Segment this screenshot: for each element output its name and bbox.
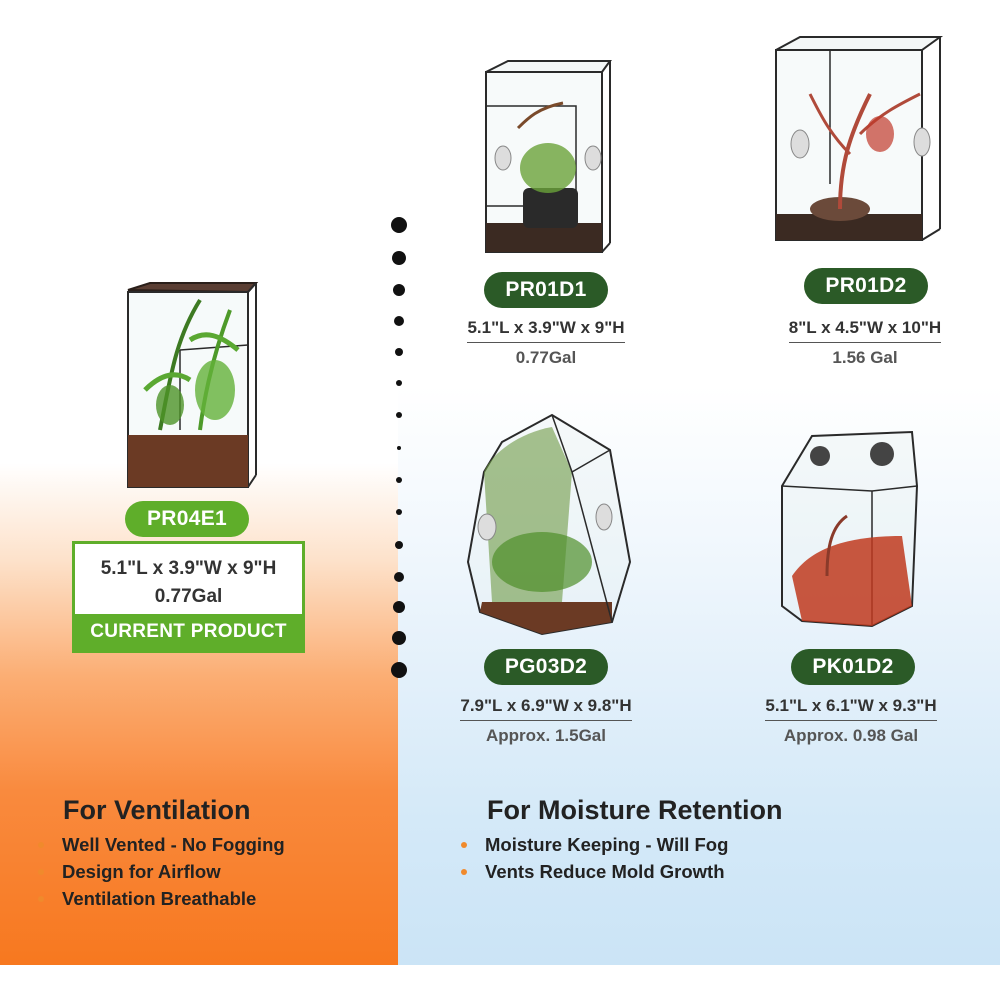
- pk01d2-spec: 5.1"L x 6.1"W x 9.3"H Approx. 0.98 Gal: [745, 696, 957, 746]
- ventilation-list: Well Vented - No Fogging Design for Airf…: [38, 834, 285, 915]
- ventilation-item: Design for Airflow: [38, 861, 285, 888]
- pr01d1-code-label: PR01D1: [484, 272, 608, 308]
- bullet-icon: [461, 842, 467, 848]
- current-product-badge: CURRENT PRODUCT: [75, 614, 302, 650]
- pk01d2-volume: Approx. 0.98 Gal: [783, 726, 919, 745]
- pg03d2-dimensions: 7.9"L x 6.9"W x 9.8"H: [460, 696, 632, 721]
- pr01d1-volume: 0.77Gal: [515, 348, 577, 367]
- pr04e1-terrarium-image: [127, 282, 259, 488]
- current-volume: 0.77Gal: [154, 586, 223, 607]
- ventilation-title: For Ventilation: [63, 795, 251, 825]
- ventilation-item: Well Vented - No Fogging: [38, 834, 285, 861]
- bullet-icon: [461, 869, 467, 875]
- bullet-icon: [38, 842, 44, 848]
- pr01d1-dimensions: 5.1"L x 3.9"W x 9"H: [467, 318, 625, 343]
- pg03d2-code-label: PG03D2: [484, 649, 608, 685]
- pg03d2-volume: Approx. 1.5Gal: [486, 726, 606, 745]
- pg03d2-terrarium-image: [466, 413, 632, 636]
- ventilation-item: Ventilation Breathable: [38, 888, 285, 915]
- moisture-item: Moisture Keeping - Will Fog: [461, 834, 728, 861]
- bullet-icon: [38, 896, 44, 902]
- pr01d2-dimensions: 8"L x 4.5"W x 10"H: [788, 318, 942, 343]
- pr01d2-code-label: PR01D2: [804, 268, 928, 304]
- current-product-box: 5.1"L x 3.9"W x 9"H 0.77Gal CURRENT PROD…: [72, 541, 305, 653]
- current-dimensions: 5.1"L x 3.9"W x 9"H: [100, 558, 277, 579]
- pr01d1-terrarium-image: [485, 60, 612, 253]
- pr01d2-terrarium-image: [775, 36, 944, 241]
- pr01d1-spec: 5.1"L x 3.9"W x 9"H 0.77Gal: [446, 318, 646, 368]
- bottom-margin: [0, 965, 1000, 1000]
- moisture-item: Vents Reduce Mold Growth: [461, 861, 728, 888]
- pr04e1-code-label: PR04E1: [125, 501, 249, 537]
- pg03d2-spec: 7.9"L x 6.9"W x 9.8"H Approx. 1.5Gal: [440, 696, 652, 746]
- pk01d2-code-label: PK01D2: [791, 649, 915, 685]
- pr01d2-spec: 8"L x 4.5"W x 10"H 1.56 Gal: [765, 318, 965, 368]
- bullet-icon: [38, 869, 44, 875]
- pr01d2-volume: 1.56 Gal: [832, 348, 898, 367]
- moisture-list: Moisture Keeping - Will Fog Vents Reduce…: [461, 834, 728, 888]
- pk01d2-terrarium-image: [781, 430, 919, 628]
- moisture-title: For Moisture Retention: [487, 795, 783, 825]
- pk01d2-dimensions: 5.1"L x 6.1"W x 9.3"H: [765, 696, 937, 721]
